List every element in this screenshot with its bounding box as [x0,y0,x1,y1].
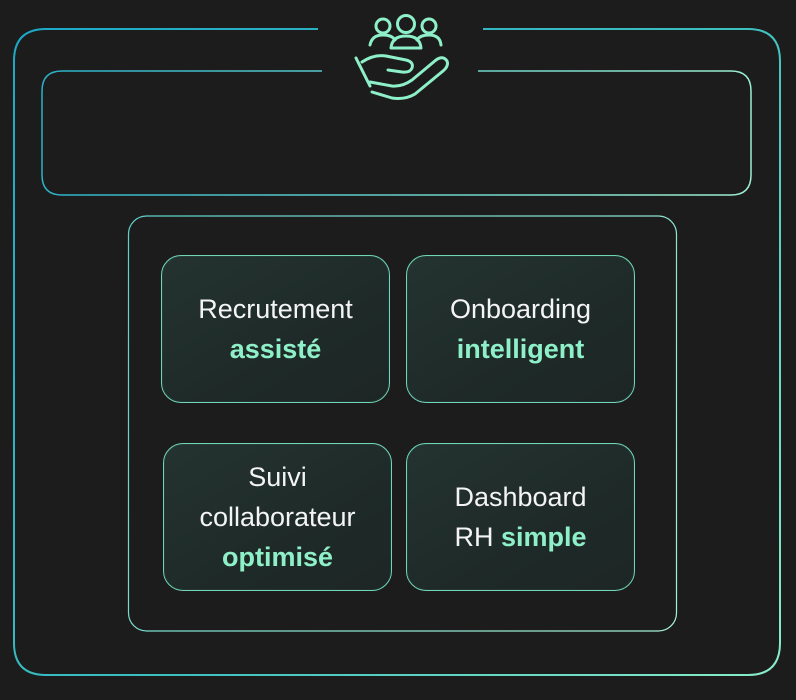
card-highlight: optimisé [221,542,334,572]
card-subtitle-line: collaborateur [199,502,356,532]
inner-container [127,215,678,632]
outer-frame [13,28,781,676]
card-title-line: Suivi [248,462,307,492]
card-text: Recrutement assisté [198,289,353,369]
person-center-body-icon [389,34,423,50]
person-center-head-icon [396,14,416,34]
person-right-head-icon [420,17,438,35]
person-left-body-icon [368,33,397,47]
card-text: Onboarding intelligent [450,289,591,369]
card-mixed-line: RH simple [454,517,586,557]
feature-card-onboarding[interactable]: Onboarding intelligent [406,255,635,403]
team-care-icon [354,14,449,100]
person-right-body-icon [415,33,443,47]
top-banner-panel [41,70,752,196]
card-title-line: Onboarding [449,294,592,324]
card-highlight: intelligent [456,334,585,364]
card-subtitle-prefix: RH [454,522,501,552]
card-text: Dashboard RH simple [454,477,586,557]
card-text: Suivi collaborateur optimisé [199,457,355,577]
feature-card-dashboard[interactable]: Dashboard RH simple [406,443,635,591]
card-highlight: simple [500,522,587,552]
card-title-line: Dashboard [454,482,587,512]
card-highlight: assisté [229,334,322,364]
feature-card-suivi[interactable]: Suivi collaborateur optimisé [163,443,392,591]
person-left-head-icon [374,17,392,35]
hand-icon [354,54,449,100]
card-title-line: Recrutement [198,294,353,324]
feature-card-recrutement[interactable]: Recrutement assisté [161,255,390,403]
